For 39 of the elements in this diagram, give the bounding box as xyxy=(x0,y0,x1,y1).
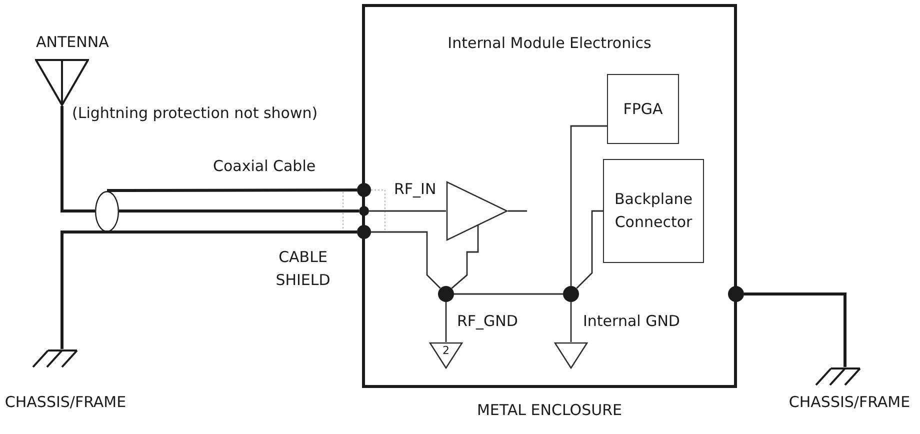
signal-label: RF_IN xyxy=(394,180,436,198)
component-box xyxy=(607,74,679,144)
ground-label: CHASSIS/FRAME xyxy=(4,393,126,411)
component-box xyxy=(603,159,704,263)
wire xyxy=(445,302,447,342)
wire xyxy=(369,210,446,212)
terminal-dot-icon xyxy=(357,225,371,239)
wire xyxy=(451,225,479,289)
wire xyxy=(60,230,357,349)
wire xyxy=(744,292,846,367)
enclosure-caption: METAL ENCLOSURE xyxy=(477,401,622,419)
component-label: FPGA xyxy=(623,98,663,120)
wire xyxy=(454,293,563,295)
terminal-dot-icon xyxy=(359,206,369,216)
ground-label: CHASSIS/FRAME xyxy=(788,393,910,411)
wire xyxy=(570,302,572,342)
enclosure-title: Internal Module Electronics xyxy=(448,34,652,52)
wire xyxy=(371,231,441,289)
amplifier-symbol xyxy=(446,181,508,241)
component-label: Backplane Connector xyxy=(613,189,694,233)
junction-dot-icon xyxy=(438,286,454,302)
net-label: RF_GND xyxy=(457,312,518,330)
wire xyxy=(60,106,95,212)
terminal-dot-icon xyxy=(728,286,744,302)
note-text: (Lightning protection not shown) xyxy=(72,104,318,122)
shield-label: CABLE SHIELD xyxy=(274,247,332,291)
ground-number: 2 xyxy=(442,345,450,357)
wire xyxy=(119,210,359,212)
junction-dot-icon xyxy=(563,286,579,302)
terminal-dot-icon xyxy=(357,183,371,197)
antenna-label: ANTENNA xyxy=(36,33,109,51)
wire xyxy=(508,210,527,212)
ground-icon xyxy=(554,342,588,369)
wire xyxy=(107,188,357,192)
cable-label: Coaxial Cable xyxy=(213,157,316,175)
ellipse-icon xyxy=(95,190,119,232)
wire xyxy=(570,125,607,286)
wire xyxy=(576,210,603,289)
net-label: Internal GND xyxy=(583,312,680,330)
